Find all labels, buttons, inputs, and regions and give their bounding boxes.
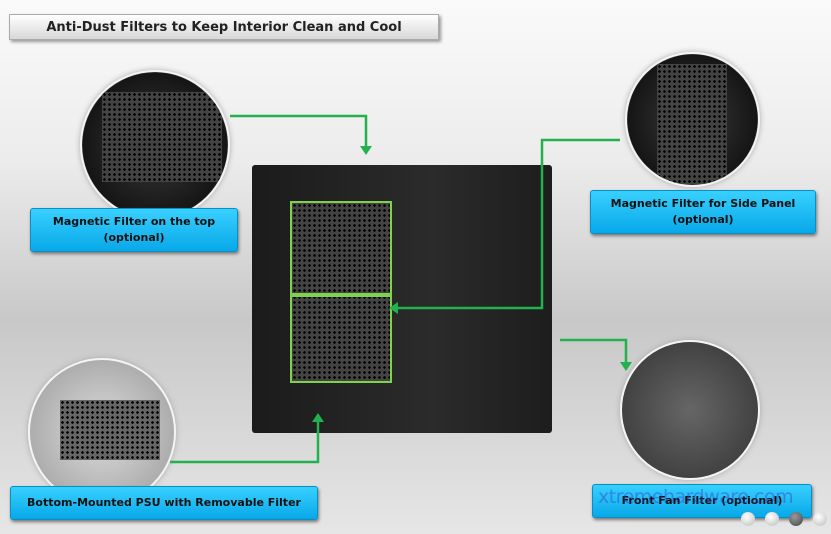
label-side-filter: Magnetic Filter for Side Panel (optional… [590,190,816,234]
slide-nav-dot-2[interactable] [765,512,779,526]
side-fan-outline-lower [290,295,392,383]
slide-title: Anti-Dust Filters to Keep Interior Clean… [9,14,439,40]
label-top-filter: Magnetic Filter on the top (optional) [30,208,238,252]
top-filter-photo [80,70,230,220]
side-mesh-upper [292,203,390,293]
side-filter-photo [625,52,760,187]
watermark: xtremehardware.com [598,486,794,508]
side-mesh-lower [292,295,390,381]
slide-nav-dot-1[interactable] [741,512,755,526]
front-fan-filter-photo [620,340,760,480]
label-psu-filter: Bottom-Mounted PSU with Removable Filter [10,486,318,520]
slide-nav-dot-4[interactable] [813,512,827,526]
side-fan-outline-upper [290,201,392,295]
slide-nav-dot-3[interactable] [789,512,803,526]
pc-case-side-panel [252,165,552,433]
